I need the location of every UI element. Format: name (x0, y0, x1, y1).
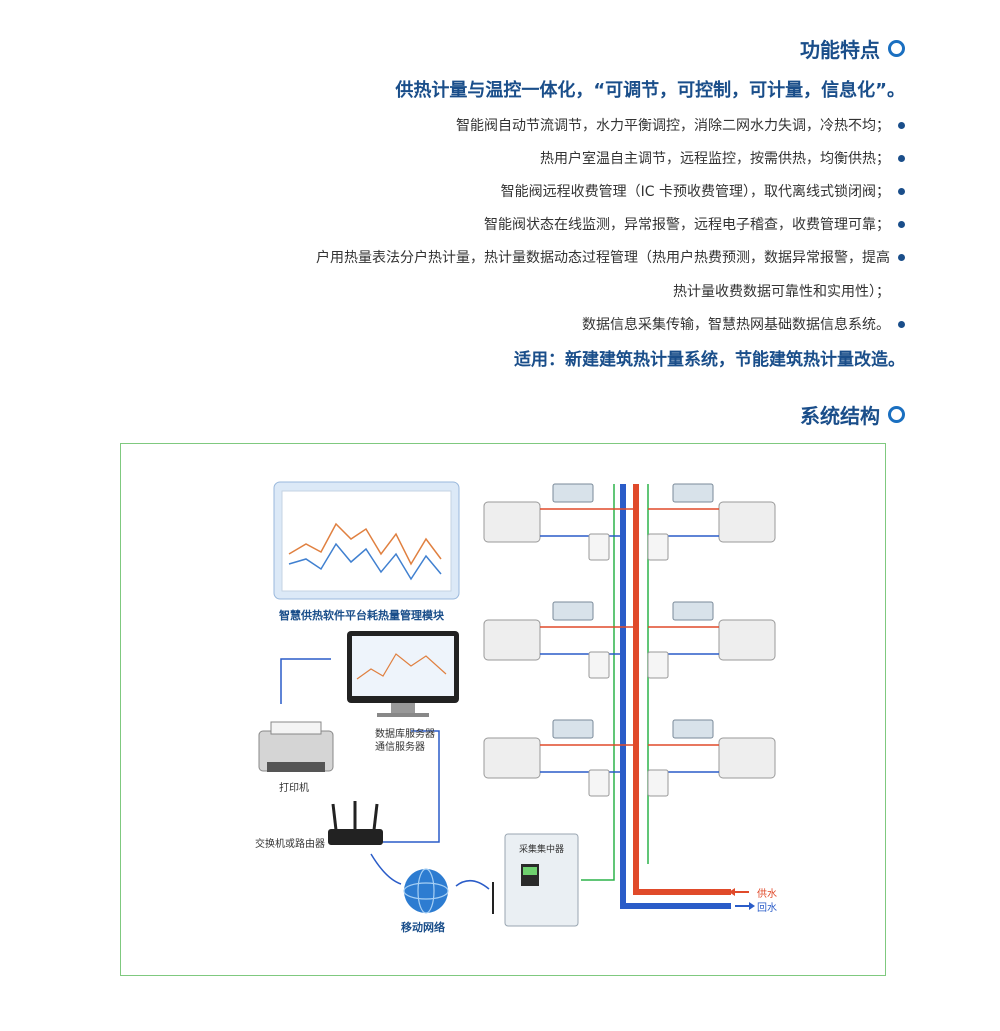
supply-label: 供水 (757, 889, 777, 900)
section-title: 系统结构 (800, 404, 880, 428)
section-heading-structure: 系统结构 (800, 400, 905, 429)
heating-pipes (620, 484, 731, 909)
collector-label: 采集集中器 (519, 845, 565, 855)
circle-bullet-icon (888, 406, 905, 423)
server-monitor (347, 631, 459, 717)
bullet-dot-icon (898, 187, 905, 195)
printer-icon (258, 721, 334, 772)
applicability-text: 适用：新建建筑热计量系统，节能建筑热计量改造。 (514, 350, 905, 370)
list-item-continuation: 热计量收费数据可靠性和实用性）； (673, 284, 890, 300)
return-label: 回水 (757, 903, 777, 914)
list-item: 智能阀状态在线监测，异常报警，远程电子稽查，收费管理可靠； (484, 214, 905, 234)
bullet-dot-icon (898, 121, 905, 129)
subtitle: 供热计量与温控一体化，“可调节，可控制，可计量，信息化”。 (395, 80, 905, 101)
bullet-dot-icon (898, 220, 905, 228)
section-heading-features: 功能特点 (800, 34, 905, 63)
list-item: 热用户室温自主调节，远程监控，按需供热，均衡供热； (540, 148, 905, 168)
mobile-network-globe-icon (403, 868, 449, 914)
radiators (483, 483, 776, 797)
list-item: 户用热量表法分户热计量，热计量数据动态过程管理（热用户热费预测，数据异常报警，提… (316, 247, 905, 267)
bullet-dot-icon (898, 154, 905, 162)
connection-lines (280, 658, 490, 890)
platform-label: 智慧供热软件平台耗热量管理模块 (279, 609, 444, 622)
network-label: 移动网络 (401, 921, 445, 934)
list-item: 智能阀自动节流调节，水力平衡调控，消除二网水力失调，冷热不均； (456, 115, 905, 135)
software-platform-screenshot (273, 481, 460, 600)
system-diagram: 智慧供热软件平台耗热量管理模块 数据库服务器 通信服务器 打印机 交换机或路由器… (120, 443, 886, 976)
diagram-graphic (258, 481, 776, 927)
flow-arrows (729, 888, 755, 910)
circle-bullet-icon (888, 40, 905, 57)
section-title: 功能特点 (800, 38, 880, 62)
list-item: 数据信息采集传输，智慧热网基础数据信息系统。 (582, 314, 905, 334)
router-label: 交换机或路由器 (255, 839, 325, 850)
comm-server-label: 通信服务器 (375, 742, 425, 753)
bullet-dot-icon (898, 320, 905, 328)
bullet-dot-icon (898, 253, 905, 261)
list-item: 智能阀远程收费管理（IC 卡预收费管理），取代离线式锁闭阀； (501, 181, 905, 201)
printer-label: 打印机 (279, 783, 309, 794)
database-server-label: 数据库服务器 (375, 729, 435, 740)
router-icon (328, 801, 383, 845)
collector-box (492, 833, 579, 927)
